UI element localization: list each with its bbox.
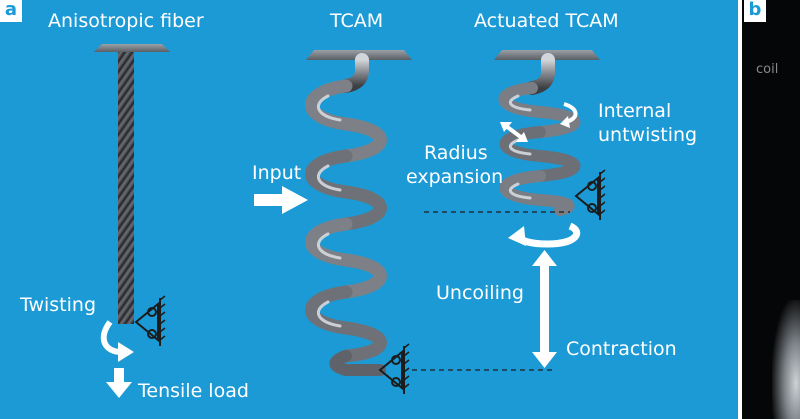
radius-expansion-arrowhead-out: [500, 122, 512, 132]
internal-untwisting-arrow: [563, 102, 578, 124]
twisting-arrow: [100, 320, 123, 355]
title-actuated-tcam: Actuated TCAM: [474, 10, 619, 32]
input-arrowhead: [282, 186, 308, 214]
tensile-load-arrow-shaft: [114, 368, 124, 384]
label-untwisting: untwisting: [598, 124, 698, 146]
tcam-fixture-icon: [378, 343, 410, 394]
fiber-rod: [118, 52, 134, 324]
anisotropic-fiber: [94, 44, 170, 324]
title-anisotropic-fiber: Anisotropic fiber: [48, 10, 204, 32]
panel-divider: [738, 0, 742, 419]
contraction-arrowhead-up: [532, 250, 557, 266]
label-uncoiling: Uncoiling: [436, 282, 524, 304]
label-contraction: Contraction: [566, 338, 677, 360]
panel-b-badge: b: [744, 0, 766, 22]
panel-b-partial-text: coil: [756, 62, 779, 77]
label-internal: Internal: [598, 100, 672, 122]
tcam-coil: [305, 50, 412, 376]
fiber-fixture-icon: [134, 295, 166, 346]
tensile-load-arrowhead: [106, 382, 132, 398]
label-expansion: expansion: [406, 166, 504, 188]
actuated-fixture-icon: [574, 169, 606, 220]
label-input: Input: [252, 162, 302, 184]
contraction-arrowhead-down: [532, 352, 557, 368]
panel-b: coil: [742, 0, 800, 419]
radius-expansion-arrowhead-in: [516, 132, 528, 142]
panel-a-badge: a: [0, 0, 22, 22]
title-tcam: TCAM: [330, 10, 384, 32]
panel-a: a Anisotropic fiber TCAM Actuated TCAM T…: [0, 0, 698, 402]
twisting-arrowhead: [118, 342, 134, 362]
contraction-arrow-shaft: [540, 262, 549, 356]
internal-untwisting-arrowhead: [560, 116, 570, 128]
radius-expansion-arrow: [504, 124, 524, 140]
uncoiling-arrow: [514, 222, 581, 248]
input-arrow-shaft: [254, 194, 284, 206]
tcam-diagram: [94, 44, 606, 398]
label-radius: Radius: [424, 142, 488, 164]
label-tensile-load: Tensile load: [138, 380, 249, 402]
uncoiling-arrowhead: [508, 226, 526, 246]
fiber-top-plate: [94, 44, 170, 52]
panel-b-photo-glow: [772, 300, 800, 419]
label-twisting: Twisting: [20, 294, 97, 316]
